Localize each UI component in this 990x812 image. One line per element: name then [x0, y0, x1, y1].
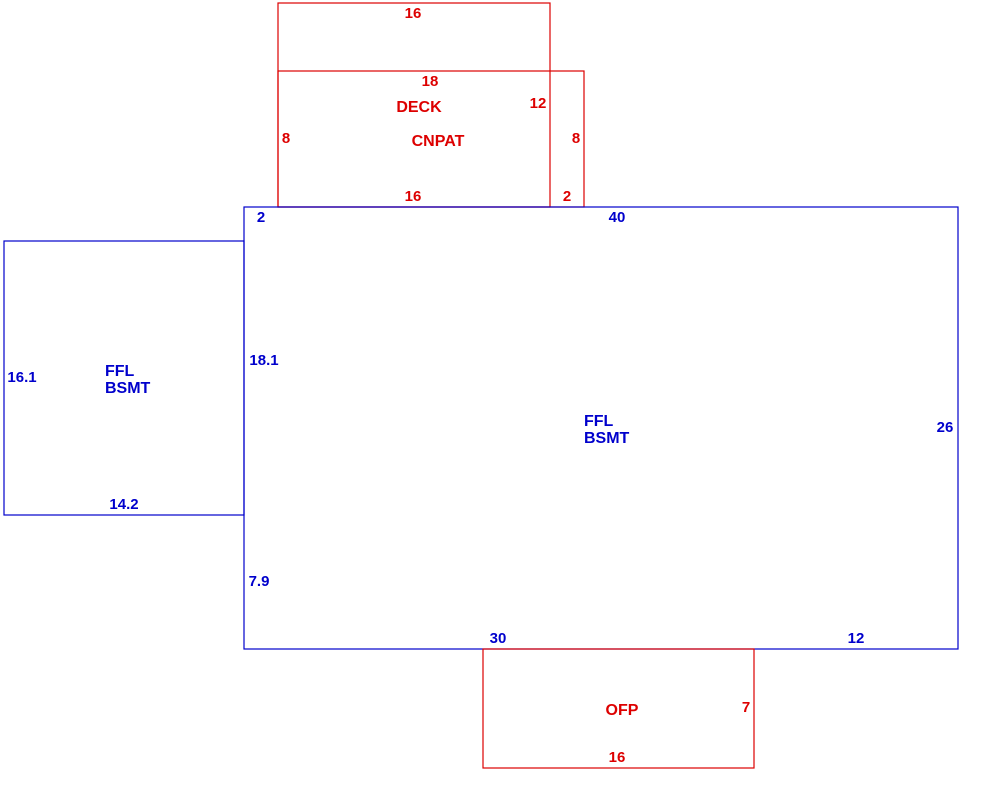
main-name-line2: BSMT [584, 430, 630, 447]
cnpat-left-dim: 8 [282, 130, 290, 147]
cnpat-top-dim: 18 [422, 73, 439, 90]
ofp-name: OFP [606, 702, 639, 719]
cnpat-right-dim: 8 [572, 130, 580, 147]
main-name-line1: FFL [584, 413, 614, 430]
west-name-line2: BSMT [105, 380, 151, 397]
main-left-upper-dim: 18.1 [249, 352, 278, 369]
main-top-dim: 40 [609, 209, 626, 226]
cnpat-bottom-dim: 16 [405, 188, 422, 205]
west-name-line1: FFL [105, 363, 135, 380]
main-bottom-right-dim: 12 [848, 630, 865, 647]
west-left-dim: 16.1 [7, 369, 36, 386]
open-porch-outline [482, 648, 755, 769]
west-bottom-dim: 14.2 [109, 496, 138, 513]
cnpat-bottom-jog-dim: 2 [563, 188, 571, 205]
ofp-bottom-dim: 16 [609, 749, 626, 766]
main-left-lower-dim: 7.9 [249, 573, 270, 590]
deck-top-dim: 16 [405, 5, 422, 22]
ofp-right-dim: 7 [742, 699, 750, 716]
cnpat-name: CNPAT [412, 133, 465, 150]
west-wing-outline [3, 240, 245, 516]
main-right-dim: 26 [937, 419, 954, 436]
main-bottom-left-dim: 30 [490, 630, 507, 647]
main-top-left-jog-dim: 2 [257, 209, 265, 226]
deck-right-dim: 12 [530, 95, 547, 112]
deck-name: DECK [396, 99, 442, 116]
